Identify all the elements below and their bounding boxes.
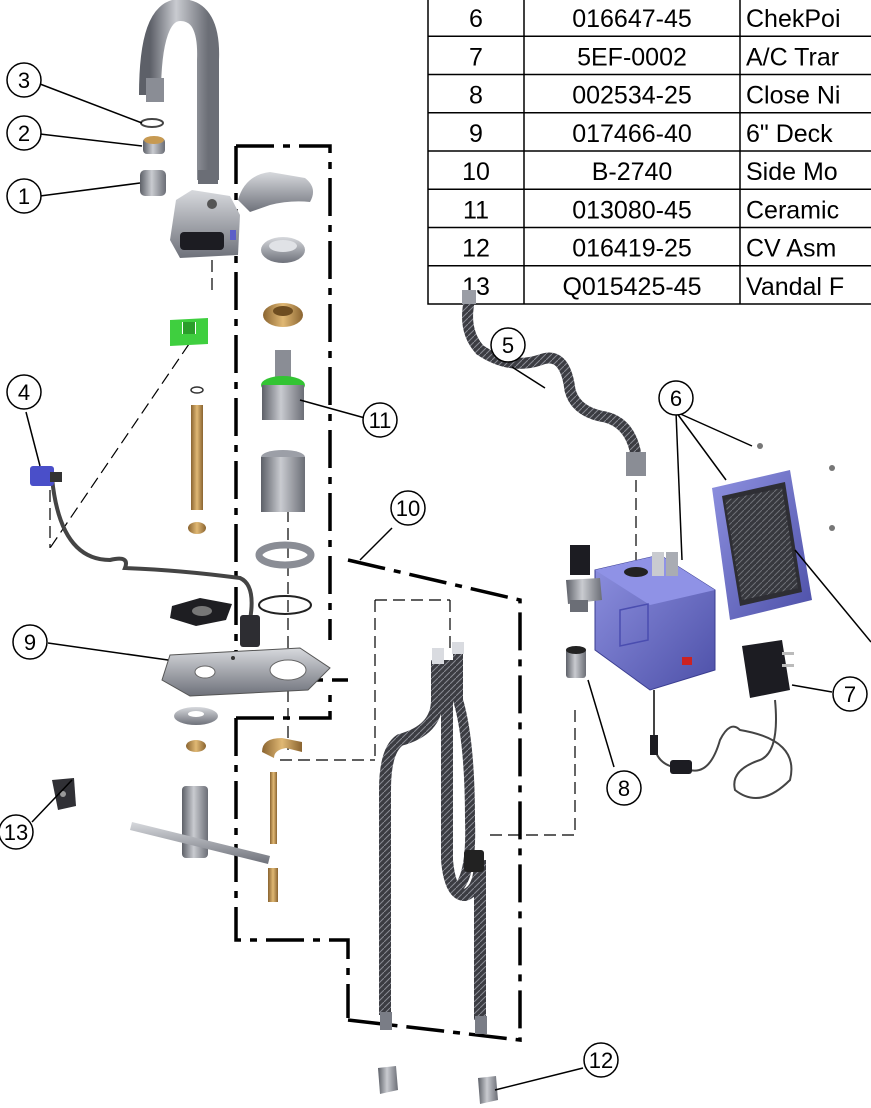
callout-9: 9	[12, 624, 48, 660]
description-cell: Ceramic	[746, 196, 839, 224]
callout-label: 4	[18, 380, 30, 405]
t-wrench-tool	[130, 786, 270, 864]
description-cell: Close Ni	[746, 82, 840, 110]
brass-rod	[268, 772, 278, 902]
callout-8: 8	[606, 770, 642, 806]
part-number-cell: 013080-45	[572, 196, 692, 224]
callout-12: 12	[583, 1042, 619, 1078]
coupling-part-1	[140, 170, 166, 196]
callout-bubbles: 3 2 1 4 11 10 9 5 6 7 8 13 12	[0, 62, 868, 1078]
callout-label: 2	[18, 121, 30, 146]
vandal-plate-part-13	[52, 778, 76, 810]
ceramic-cartridge-part-11	[261, 350, 305, 420]
callout-3: 3	[6, 62, 42, 98]
callout-11: 11	[362, 402, 398, 438]
sensor-cable	[50, 477, 260, 647]
callout-label: 13	[4, 820, 28, 845]
callout-7: 7	[832, 676, 868, 712]
callout-5: 5	[490, 327, 526, 363]
lock-nut	[186, 740, 206, 752]
cap-ring	[261, 237, 305, 263]
control-box	[594, 552, 716, 691]
green-clip	[170, 318, 208, 346]
part-number-cell: 016419-25	[572, 235, 692, 263]
callout-label: 3	[18, 68, 30, 93]
part-number-cell: 017466-40	[572, 120, 692, 148]
mounting-frame-part-6	[712, 443, 835, 620]
leader-lines	[25, 83, 871, 1091]
parts-table-row: 6 016647-45 ChekPoi	[469, 5, 840, 33]
deck-gasket	[170, 598, 232, 626]
callout-label: 7	[844, 682, 856, 707]
callout-13: 13	[0, 814, 34, 850]
description-cell: ChekPoi	[746, 5, 841, 33]
item-number-cell: 8	[469, 82, 483, 110]
parts-table-row: 11 013080-45 Ceramic	[463, 196, 839, 224]
item-number-cell: 6	[469, 5, 483, 33]
parts-table-row: 12 016419-25 CV Asm	[462, 235, 836, 263]
description-cell: 6" Deck	[746, 120, 833, 148]
callout-label: 8	[618, 776, 630, 801]
callout-2: 2	[6, 115, 42, 151]
solenoid-valve	[566, 545, 602, 612]
callout-label: 10	[396, 496, 420, 521]
description-cell: Side Mo	[746, 158, 838, 186]
deck-plate-part-9	[161, 647, 331, 697]
callout-label: 12	[589, 1048, 613, 1073]
callout-label: 6	[670, 386, 682, 411]
check-valve-part-12	[378, 1066, 498, 1104]
description-cell: Vandal F	[746, 273, 844, 301]
ac-transformer-part-7	[742, 640, 794, 698]
o-ring-large	[258, 595, 312, 615]
sensor-body	[170, 190, 240, 258]
callout-6: 6	[658, 380, 694, 416]
close-nipple-part-8	[566, 646, 586, 678]
gooseneck-spout	[139, 0, 220, 184]
part-number-cell: B-2740	[592, 158, 673, 186]
supply-hoses	[379, 642, 487, 1034]
flex-hose-part-5	[462, 290, 646, 476]
flat-washer	[255, 541, 315, 569]
bonnet-nut	[263, 303, 303, 327]
item-number-cell: 7	[469, 43, 483, 71]
callout-label: 9	[24, 630, 36, 655]
part-number-cell: 016647-45	[572, 5, 692, 33]
item-number-cell: 10	[462, 158, 490, 186]
parts-table-row: 8 002534-25 Close Ni	[469, 82, 840, 110]
item-number-cell: 12	[462, 235, 490, 263]
callout-10: 10	[390, 490, 426, 526]
description-cell: A/C Trar	[746, 43, 839, 71]
part-number-cell: Q015425-45	[562, 273, 701, 301]
callout-label: 1	[18, 184, 30, 209]
parts-table-row: 7 5EF-0002 A/C Trar	[469, 43, 839, 71]
aerator-part-2	[143, 136, 165, 154]
o-ring-part-3	[140, 118, 164, 128]
escutcheon	[174, 707, 218, 725]
cable-connector-part-4	[30, 466, 62, 486]
dashed-connectors	[49, 260, 637, 836]
item-number-cell: 11	[463, 196, 489, 224]
handle-lever	[238, 172, 314, 212]
horseshoe-spacer	[262, 738, 302, 758]
callout-1: 1	[6, 178, 42, 214]
description-cell: CV Asm	[746, 235, 836, 263]
part-number-cell: 5EF-0002	[577, 43, 687, 71]
callout-label: 11	[369, 408, 392, 433]
parts-table-row: 9 017466-40 6" Deck	[469, 120, 833, 148]
parts-table-row: 10 B-2740 Side Mo	[462, 158, 838, 186]
threaded-shank	[188, 386, 206, 534]
parts-table: 6 016647-45 ChekPoi 7 5EF-0002 A/C Trar 8 00253…	[427, 0, 871, 305]
power-cord	[650, 690, 793, 799]
part-number-cell: 002534-25	[572, 82, 692, 110]
callout-4: 4	[6, 374, 42, 410]
item-number-cell: 9	[469, 120, 483, 148]
callout-label: 5	[502, 333, 514, 358]
base-sleeve	[261, 450, 305, 512]
